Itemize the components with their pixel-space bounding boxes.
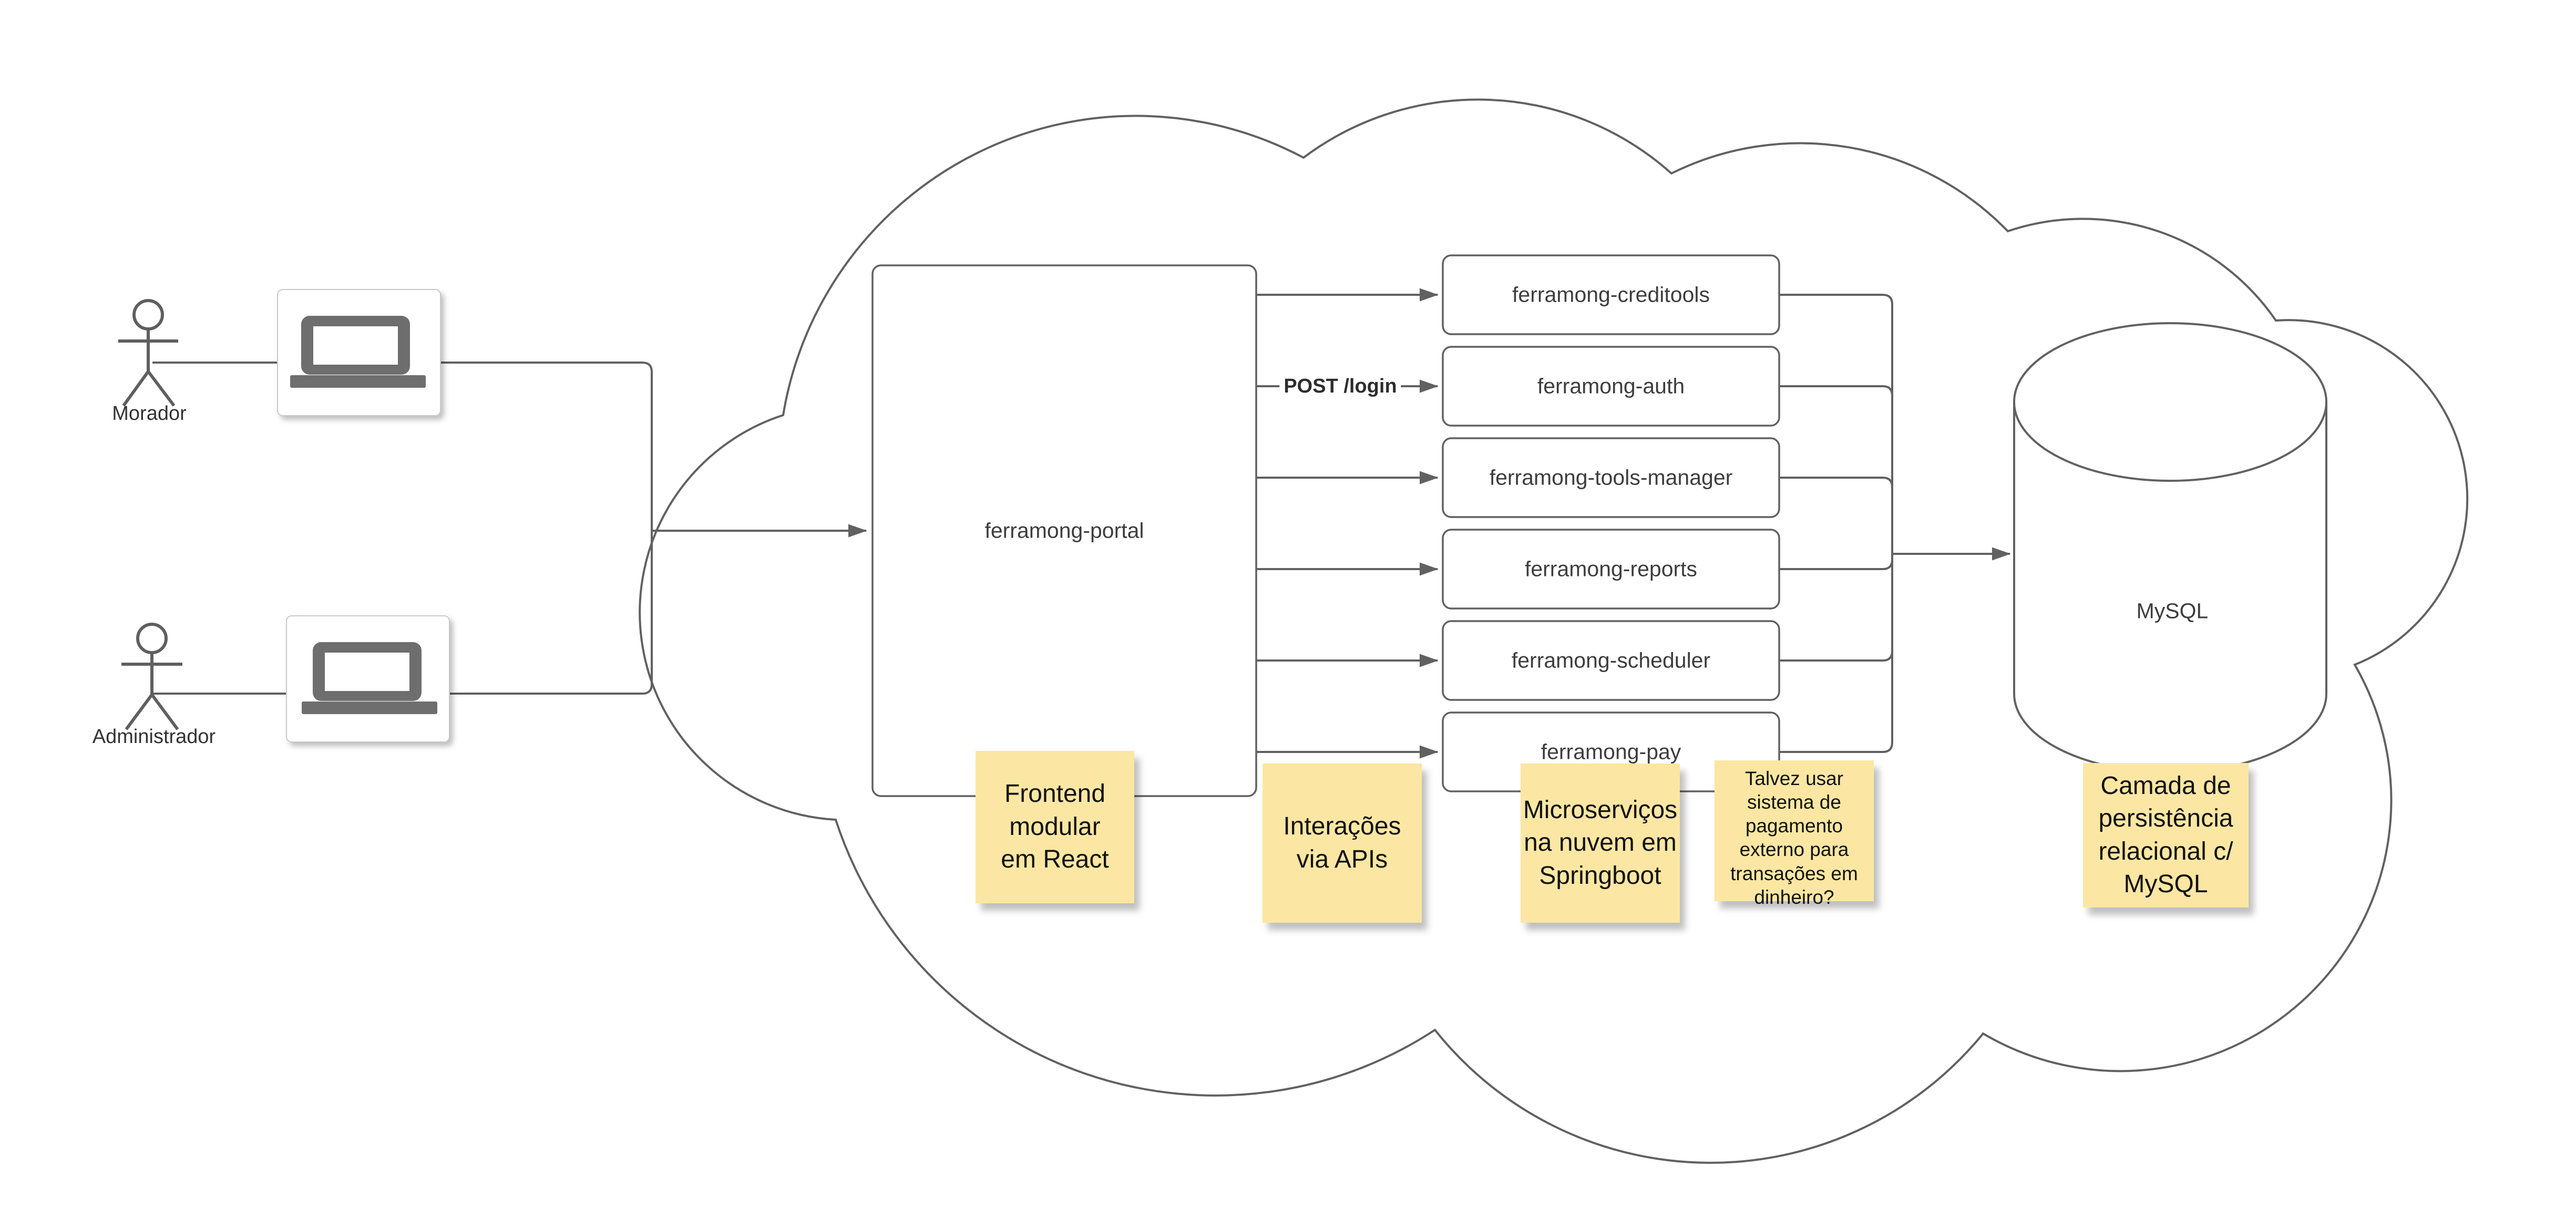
connector-admin-portal	[152, 531, 653, 695]
service-label-creditools: ferramong-creditools	[1512, 282, 1710, 307]
edge-label-post-login: POST /login	[1279, 374, 1401, 400]
actor-morador-icon	[118, 299, 178, 407]
connectors-services-to-db	[1779, 294, 2011, 753]
laptop-morador	[277, 289, 441, 416]
actor-administrador-label: Administrador	[92, 726, 216, 748]
service-label-reports: ferramong-reports	[1524, 556, 1698, 581]
service-label-tools-manager: ferramong-tools-manager	[1489, 465, 1733, 490]
note-frontend-react: Frontend modular em React	[976, 751, 1134, 903]
service-label-scheduler: ferramong-scheduler	[1511, 648, 1711, 673]
actor-morador-label: Morador	[112, 403, 187, 425]
note-microservicos-springboot: Microserviços na nuvem em Springboot	[1521, 764, 1680, 923]
connector-morador-portal	[152, 362, 653, 531]
portal-label: ferramong-portal	[984, 518, 1144, 543]
note-pagamento-externo: Talvez usar sistema de pagamento externo…	[1715, 760, 1874, 908]
laptop-administrador	[286, 615, 450, 742]
service-label-pay: ferramong-pay	[1541, 739, 1681, 764]
mysql-cylinder	[2013, 322, 2327, 773]
note-persistencia-mysql: Camada de persistência relacional c/ MyS…	[2083, 763, 2249, 907]
mysql-label: MySQL	[2136, 599, 2209, 623]
actor-administrador-icon	[121, 623, 182, 730]
service-label-auth: ferramong-auth	[1537, 374, 1685, 398]
note-interacoes-apis: Interações via APIs	[1263, 764, 1422, 923]
